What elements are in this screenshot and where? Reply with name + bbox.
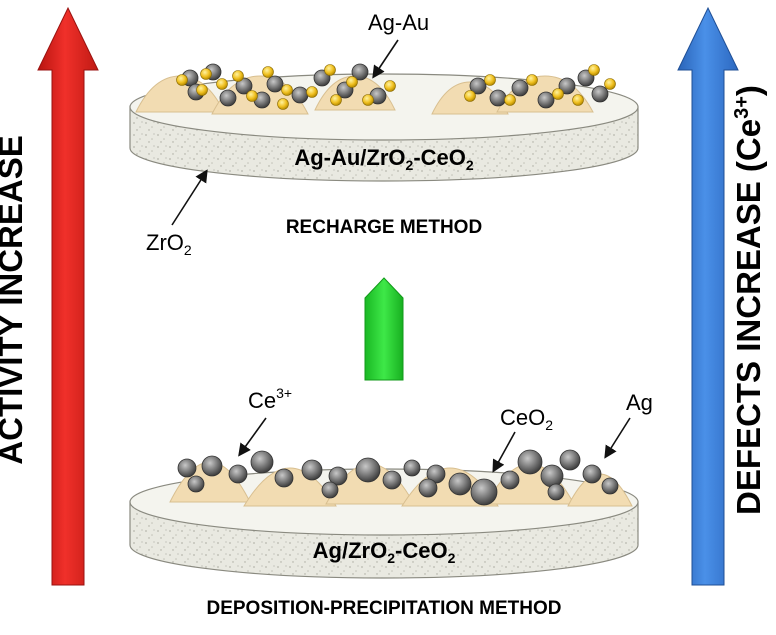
activity-increase-label: ACTIVITY INCREASE [0,135,29,464]
ag-particle [187,475,205,493]
ag-particle [266,75,284,93]
au-particle [504,94,516,106]
au-particle [330,94,342,106]
au-particle [384,80,396,92]
au-particle [246,90,258,102]
au-particle [526,74,538,86]
ag-particle [418,478,438,498]
ag-particle [328,466,348,486]
au-particle [200,68,212,80]
ag-particle [351,63,369,81]
callout-ce3-pointer [238,417,267,457]
callout-ag-label: Ag [626,390,653,415]
au-particle [588,64,600,76]
au-particle [262,66,274,78]
ag-particle [601,477,619,495]
au-particle [464,90,476,102]
top-disc: Ag-Au/ZrO2-CeO2 [129,63,639,182]
ag-particle [235,77,253,95]
ag-particle [201,455,223,477]
au-particle [196,84,208,96]
ag-particle [448,472,472,496]
callout-ceo2-pointer [492,431,516,473]
ag-particle [403,459,421,477]
right-defects-arrow [677,6,739,586]
bottom-disc-label: Ag/ZrO2-CeO2 [313,538,456,566]
au-particle [281,84,293,96]
deposition-method-label: DEPOSITION-PRECIPITATION METHOD [206,598,561,619]
ag-particle [382,470,402,490]
ag-particle [426,464,446,484]
center-green-arrow [364,277,404,381]
recharge-method-label: RECHARGE METHOD [286,217,482,238]
ag-particle [547,483,565,501]
defects-increase-label: DEFECTS INCREASE (Ce3+) [730,85,767,515]
ag-particle [559,449,581,471]
callout-agau-label: Ag-Au [368,10,429,35]
callout-ceo2-label: CeO2 [500,405,553,433]
ag-particle [540,464,564,488]
right-arrow-shape [677,6,739,586]
callout-zro2-pointer [171,169,208,226]
au-particle [306,86,318,98]
ag-particle [291,86,309,104]
bottom-disc: Ag/ZrO2-CeO2 [129,449,639,579]
au-particle [277,98,289,110]
ag-particle [228,464,248,484]
ag-particle [517,449,543,475]
callout-ag-pointer [604,417,631,459]
au-particle [552,88,564,100]
left-activity-arrow [37,6,99,586]
au-particle [216,78,228,90]
au-particle [324,64,336,76]
bottom-ag-particles [177,449,619,506]
ag-particle [274,468,294,488]
ag-particle [355,457,381,483]
callout-zro2-label: ZrO2 [146,230,192,258]
ag-particle [177,458,197,478]
ag-particle [582,464,602,484]
ag-particle [470,478,498,506]
au-particle [232,70,244,82]
ag-particle [219,89,237,107]
au-particle [362,94,374,106]
ag-particle [537,91,555,109]
au-particle [176,74,188,86]
au-particle [484,74,496,86]
au-particle [572,94,584,106]
ag-particle [511,79,529,97]
ag-particle [591,85,609,103]
callout-agau-pointer [372,39,399,79]
ag-particle [500,470,520,490]
left-arrow-shape [37,6,99,586]
au-particle [604,78,616,90]
top-disc-label: Ag-Au/ZrO2-CeO2 [294,145,474,173]
ag-particle [301,459,323,481]
ag-particle [558,77,576,95]
au-particle [346,76,358,88]
ag-particle [489,89,507,107]
ag-particle [321,481,339,499]
callout-ce3-label: Ce3+ [248,385,292,413]
ag-particle [469,77,487,95]
top-agau-particles [176,63,616,110]
ag-particle [250,450,274,474]
